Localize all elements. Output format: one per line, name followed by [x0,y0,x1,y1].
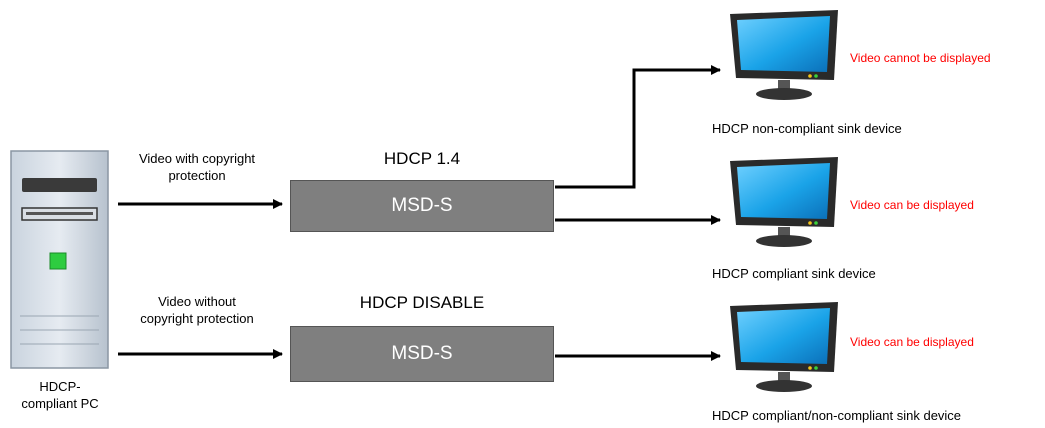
hdcp-mode-label-1: HDCP 1.4 [383,149,461,168]
msd-s-box-2: MSD-S [290,326,554,382]
pc-label: HDCP- compliant PC [21,379,99,411]
arrow-box1-to-sink1 [555,65,721,189]
sink-device-label-2: HDCP compliant sink device [712,266,876,281]
sink-device-label-1: HDCP non-compliant sink device [712,121,902,136]
msd-s-box-1: MSD-S [290,180,554,232]
sink-status-2: Video can be displayed [850,198,974,212]
monitor-icon [726,300,842,394]
monitor-icon [726,8,842,102]
pc-tower-icon [10,150,110,370]
hdcp-mode-label-2: HDCP DISABLE [359,293,485,312]
sink-device-label-3: HDCP compliant/non-compliant sink device [712,408,962,423]
msd-s-box-1-label: MSD-S [391,195,453,216]
monitor-icon [726,155,842,249]
sink-status-1: Video cannot be displayed [850,51,991,65]
sink-status-3: Video can be displayed [850,335,974,349]
input-label-protected: Video with copyright protection [138,151,256,183]
input-label-unprotected: Video without copyright protection [140,294,254,326]
msd-s-box-2-label: MSD-S [391,343,453,364]
